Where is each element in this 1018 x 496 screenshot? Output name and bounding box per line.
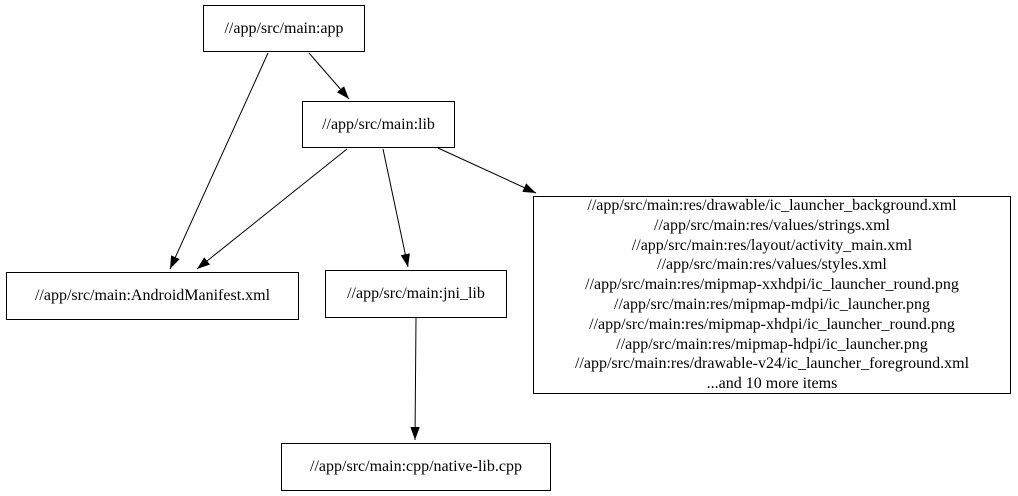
edge-app-android-manifest [169, 52, 269, 270]
res-item: //app/src/main:res/mipmap-mdpi/ic_launch… [614, 296, 930, 313]
node-native-lib-cpp-label: //app/src/main:cpp/native-lib.cpp [310, 458, 522, 476]
node-jni-lib: //app/src/main:jni_lib [325, 270, 507, 318]
node-jni-lib-label: //app/src/main:jni_lib [347, 285, 485, 303]
res-item: //app/src/main:res/values/strings.xml [654, 216, 890, 234]
res-more-items: ...and 10 more items [706, 375, 838, 393]
res-item: //app/src/main:res/values/styles.xml [657, 256, 887, 274]
res-item: //app/src/main:res/mipmap-xhdpi/ic_launc… [589, 315, 955, 333]
node-android-manifest: //app/src/main:AndroidManifest.xml [6, 272, 299, 320]
node-lib-label: //app/src/main:lib [322, 115, 435, 133]
edge-lib-jni-lib [382, 148, 410, 268]
node-android-manifest-label: //app/src/main:AndroidManifest.xml [34, 287, 271, 305]
edge-app-lib [308, 52, 350, 100]
res-item: //app/src/main:res/mipmap-hdpi/ic_launch… [616, 335, 928, 353]
res-item: //app/src/main:res/mipmap-xxhdpi/ic_laun… [585, 276, 959, 294]
res-item: //app/src/main:res/drawable/ic_launcher_… [587, 197, 957, 215]
res-item: //app/src/main:res/drawable-v24/ic_launc… [574, 355, 970, 373]
node-native-lib-cpp: //app/src/main:cpp/native-lib.cpp [281, 443, 551, 491]
edge-jni-lib-native-lib [410, 317, 420, 441]
node-lib: //app/src/main:lib [302, 101, 455, 148]
edge-lib-android-manifest [196, 148, 348, 270]
node-app: //app/src/main:app [203, 5, 365, 52]
node-res-group: //app/src/main:res/drawable/ic_launcher_… [533, 196, 1011, 394]
edge-lib-res-group [437, 147, 537, 194]
res-item: //app/src/main:res/layout/activity_main.… [631, 236, 913, 254]
node-app-label: //app/src/main:app [224, 19, 344, 37]
